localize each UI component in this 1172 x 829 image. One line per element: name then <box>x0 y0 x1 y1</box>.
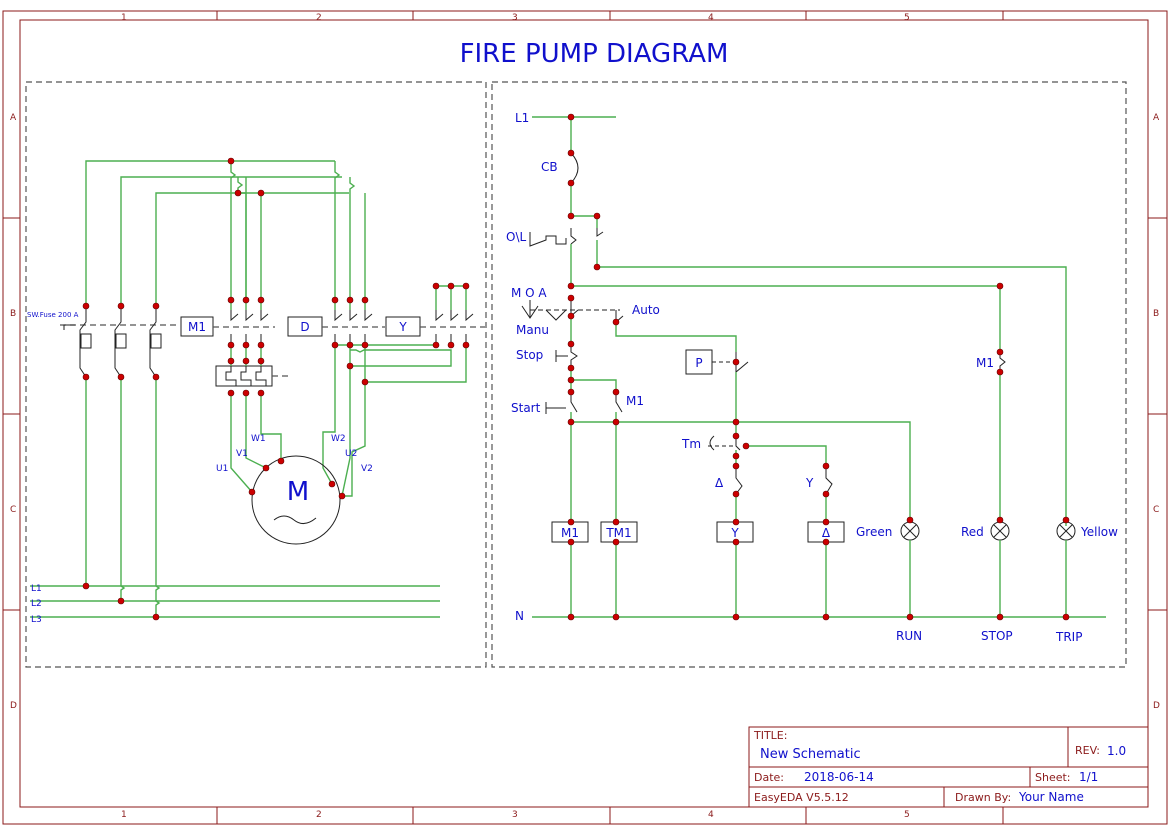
title-block: TITLE: New Schematic REV: 1.0 Date: 2018… <box>748 726 1149 808</box>
grid-row-a-left: A <box>10 113 17 123</box>
grid-row-c-right: C <box>1153 505 1159 515</box>
terminal-u2: U2 <box>345 449 357 459</box>
diagram-title: FIRE PUMP DIAGRAM <box>460 39 729 69</box>
titleblock-sheet-label: Sheet: <box>1035 771 1071 784</box>
contactor-m1-label: M1 <box>188 320 206 334</box>
lamp-green-label: Green <box>856 525 892 539</box>
line-label-l2: L2 <box>31 599 42 609</box>
terminal-w2: W2 <box>331 434 346 444</box>
titleblock-drawn-value: Your Name <box>1018 790 1084 804</box>
grid-col-4-top: 4 <box>708 13 714 23</box>
contactor-y-label: Y <box>398 320 407 334</box>
power-panel-border <box>25 81 487 668</box>
auto-label: Auto <box>632 303 660 317</box>
grid-col-4-bottom: 4 <box>708 810 714 820</box>
titleblock-date-value: 2018-06-14 <box>804 770 874 784</box>
contactor-d-power: D <box>287 310 385 345</box>
titleblock-date-label: Date: <box>754 771 784 784</box>
terminal-u1: U1 <box>216 464 228 474</box>
grid-col-3-top: 3 <box>512 13 518 23</box>
delta-contact-label: Δ <box>715 476 724 490</box>
contactor-m1-power: M1 <box>180 310 275 345</box>
manu-label: Manu <box>516 323 549 337</box>
start-button <box>545 392 578 414</box>
grid-row-b-left: B <box>10 309 16 319</box>
line-label-l1: L1 <box>31 584 42 594</box>
grid-row-d-right: D <box>1153 701 1160 711</box>
line-label-l3: L3 <box>31 615 42 625</box>
titleblock-rev-value: 1.0 <box>1107 744 1126 758</box>
lamp-yellow-label: Yellow <box>1080 525 1118 539</box>
ol-label: O\L <box>506 230 526 244</box>
m1-lamp-contact-label: M1 <box>976 356 994 370</box>
grid-col-2-bottom: 2 <box>316 810 322 820</box>
contactor-d-label: D <box>300 320 309 334</box>
switch-fuse: SW.Fuse 200 A <box>27 306 180 378</box>
control-l1-label: L1 <box>515 111 529 125</box>
grid-col-3-bottom: 3 <box>512 810 518 820</box>
trip-label: TRIP <box>1055 630 1082 644</box>
titleblock-rev-label: REV: <box>1075 744 1100 757</box>
contactor-y-power: Y <box>385 310 485 345</box>
grid-col-5-top: 5 <box>904 13 910 23</box>
control-n-label: N <box>515 609 524 623</box>
overload-relay-power <box>215 365 288 387</box>
motor: M <box>251 455 341 545</box>
y-contact-label: Y <box>805 476 814 490</box>
sheet-frame: 1 2 3 4 5 1 2 3 4 5 A B C D A B C D <box>2 10 1168 825</box>
lamp-red-label: Red <box>961 525 984 539</box>
control-circuit: L1 CB O\L M O A Manu Auto Stop <box>506 111 1118 644</box>
coil-delta-label: Δ <box>822 526 831 540</box>
coil-tm1: TM1 <box>600 521 638 543</box>
power-circuit: L1 L2 L3 SW.Fuse 200 A <box>27 157 485 625</box>
switch-fuse-label: SW.Fuse 200 A <box>27 311 79 319</box>
grid-row-b-right: B <box>1153 309 1159 319</box>
grid-row-a-right: A <box>1153 113 1160 123</box>
terminal-v2: V2 <box>361 464 373 474</box>
titleblock-drawn-label: Drawn By: <box>955 791 1011 804</box>
pressure-label: P <box>695 356 702 370</box>
circuit-breaker <box>570 152 579 184</box>
moa-label: M O A <box>511 286 547 300</box>
grid-col-1-bottom: 1 <box>121 810 127 820</box>
grid-row-c-left: C <box>10 505 16 515</box>
coil-tm1-label: TM1 <box>605 526 631 540</box>
grid-row-d-left: D <box>10 701 17 711</box>
titleblock-sheet-value: 1/1 <box>1079 770 1098 784</box>
stop-button <box>555 344 578 368</box>
run-label: RUN <box>896 629 922 643</box>
coil-y-label: Y <box>730 526 739 540</box>
titleblock-title-label: TITLE: <box>753 729 787 742</box>
grid-col-5-bottom: 5 <box>904 810 910 820</box>
terminal-v1: V1 <box>236 449 248 459</box>
start-label: Start <box>511 401 541 415</box>
lamp-red <box>990 521 1010 541</box>
cb-label: CB <box>541 160 558 174</box>
grid-col-2-top: 2 <box>316 13 322 23</box>
timer-label: Tm <box>681 437 701 451</box>
control-panel-border <box>491 81 1127 668</box>
lamp-green <box>900 521 920 541</box>
stop-label: Stop <box>516 348 543 362</box>
m1-holding-label: M1 <box>626 394 644 408</box>
stop-lamp-label: STOP <box>981 629 1013 643</box>
titleblock-tool: EasyEDA V5.5.12 <box>754 791 849 804</box>
terminal-w1: W1 <box>251 434 266 444</box>
motor-label: M <box>287 477 309 507</box>
titleblock-title-value: New Schematic <box>760 747 861 762</box>
grid-col-1-top: 1 <box>121 13 127 23</box>
coil-m1-label: M1 <box>561 526 579 540</box>
